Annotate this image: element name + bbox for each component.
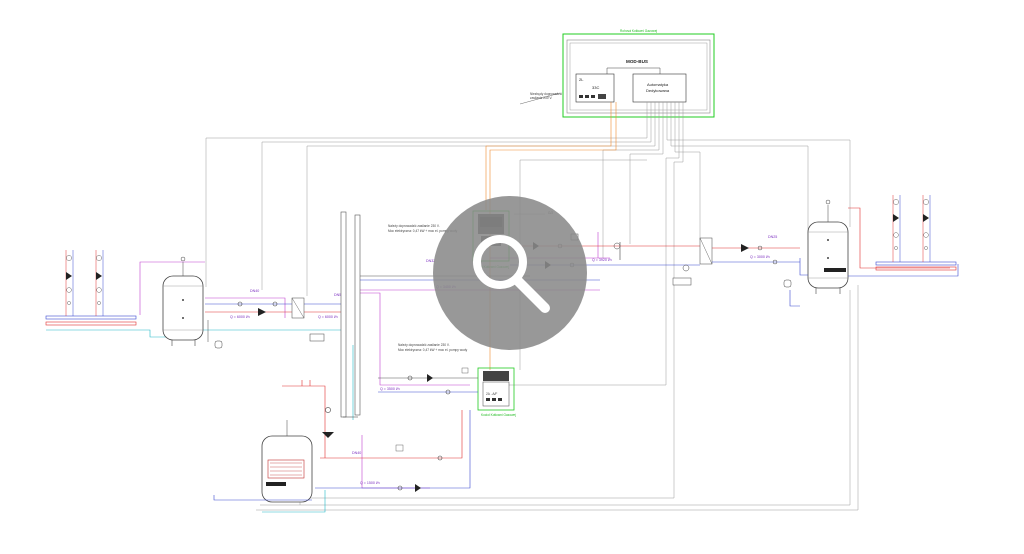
- automation-label-2: Dedykowana: [646, 88, 670, 93]
- flow-right-circuit: Q = 3000 l/h: [750, 255, 770, 259]
- flow-left-circuit-2: Q = 6000 l/h: [318, 315, 338, 319]
- automation-label-1: Automatyka: [647, 82, 669, 87]
- boiler-top-note-1: Należy doprowadzić zasilanie 230 V.: [388, 224, 440, 228]
- left-manifold: [45, 315, 137, 326]
- boiler-bottom-frame: [477, 367, 515, 411]
- automation-unit: [632, 73, 687, 103]
- right-pump-group: [672, 237, 800, 286]
- power-note-1: Niezbędy doprowadzić: [530, 92, 562, 96]
- pipe-tag-4: DN25: [768, 235, 777, 239]
- right-buffer-tank: [807, 199, 849, 294]
- boiler-top-note-2: Moc elektryczna: 0,47 kW + moc el. pompy…: [388, 229, 458, 233]
- pipe-tag-3: DN32: [426, 259, 435, 263]
- controller-label: 33C: [592, 85, 599, 90]
- flow-dhw-circuit: Q = 1500 l/h: [360, 481, 380, 485]
- hydraulic-separator: [340, 211, 361, 418]
- magnifier-icon: [473, 235, 550, 313]
- control-panel-frame: [562, 33, 715, 118]
- right-manifold: [875, 261, 957, 271]
- control-panel: Rohová Kotłowni Gazowej MOD-BUS 2L 33C A…: [519, 29, 715, 118]
- left-buffer-tank: [162, 256, 204, 346]
- control-cables: [205, 102, 859, 511]
- controller-model: 2L: [579, 77, 584, 82]
- left-pump-group: [205, 297, 345, 342]
- flow-main-upper: Q = 3920 l/h: [592, 258, 612, 262]
- boiler-bottom: 2A ..A/F Należy doprowadzić zasilanie 23…: [398, 343, 516, 417]
- boiler-bottom-caption: Kocioł Kotłowni Gazowej: [481, 413, 516, 417]
- right-red-pipe: [789, 207, 959, 307]
- boiler-bottom-model: 2A ..A/F: [486, 392, 497, 396]
- zoom-button[interactable]: [433, 196, 587, 350]
- boiler-bottom-piping: [315, 367, 478, 489]
- modbus-label: MOD-BUS: [626, 59, 648, 64]
- pipe-tag-2: DN50: [334, 293, 343, 297]
- pipe-tag-5: DN40: [352, 451, 361, 455]
- dhw-piping: [213, 380, 443, 513]
- pipe-tag-1: DN40: [250, 289, 259, 293]
- flow-left-circuit: Q = 6000 l/h: [230, 315, 250, 319]
- left-consumer-circuits: [65, 250, 104, 316]
- boiler-bottom-note-1: Należy doprowadzić zasilanie 230 V.: [398, 343, 450, 347]
- dhw-tank: [261, 420, 313, 503]
- control-panel-title: Rohová Kotłowni Gazowej: [620, 29, 657, 33]
- flow-boiler-circuit: Q = 3500 l/h: [380, 387, 400, 391]
- left-expansion-vessel: [207, 320, 223, 349]
- right-consumer-circuits: [892, 195, 931, 262]
- right-expansion-vessel: [783, 279, 792, 288]
- boiler-bottom-note-2: Moc elektryczna: 0,47 kW + moc el. pompy…: [398, 348, 468, 352]
